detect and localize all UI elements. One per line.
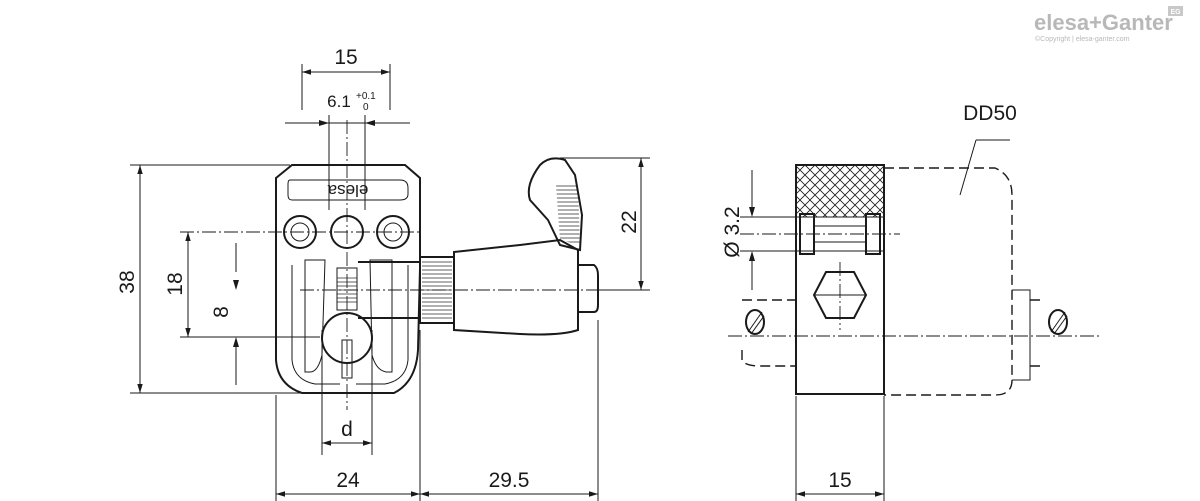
plunger-pin xyxy=(578,264,599,313)
shaft-ref-leader xyxy=(959,139,977,196)
pull-lever xyxy=(527,157,584,252)
front-view: elesa xyxy=(180,120,612,410)
shaft-reference: DD50 xyxy=(963,102,1017,125)
lever-grip-texture xyxy=(556,185,580,245)
dim-slot-tol-lower: 0 xyxy=(363,102,369,113)
dim-lever-height: 22 xyxy=(618,210,641,233)
knurl-texture xyxy=(422,259,452,321)
dim-height-lower: 8 xyxy=(210,306,233,318)
hole-left xyxy=(283,215,317,249)
dim-height-overall: 38 xyxy=(116,270,139,293)
dim-bore: d xyxy=(341,418,353,441)
dim-side-width: 15 xyxy=(828,469,851,492)
hole-center xyxy=(330,215,364,249)
dim-slot-width: 6.1 xyxy=(327,92,351,111)
brand-badge: EG xyxy=(1170,9,1181,16)
dim-height-axis: 18 xyxy=(164,272,187,295)
brand-logo-text: elesa+Ganter xyxy=(1034,10,1173,35)
shaft-section-right xyxy=(1048,309,1068,335)
clamp-slot-left xyxy=(291,265,340,385)
body-label-band xyxy=(287,179,409,201)
knurled-top xyxy=(796,165,884,217)
slit xyxy=(341,339,353,379)
screw-thread xyxy=(337,275,357,305)
mounting-holes xyxy=(283,215,410,249)
body-marking: elesa xyxy=(327,181,368,200)
cross-pin xyxy=(813,225,867,243)
side-pin-stub xyxy=(1012,289,1031,381)
brand-logo: elesa+Ganter EG ©Copyright | elesa-gante… xyxy=(1034,6,1183,43)
side-view xyxy=(728,164,1100,396)
plunger-body xyxy=(453,238,579,336)
dim-plunger-reach: 29.5 xyxy=(489,469,530,492)
brand-badge-box xyxy=(1168,6,1183,16)
brand-copyright: ©Copyright | elesa-ganter.com xyxy=(1035,35,1130,43)
dim-slot-tol-upper: +0.1 xyxy=(356,91,376,102)
side-dimensions: Ø 3.2 15 DD50 xyxy=(721,102,1017,501)
dim-pin-diameter: Ø 3.2 xyxy=(721,206,744,257)
side-body-outline xyxy=(795,164,885,395)
shaft-phantom xyxy=(884,167,1013,396)
dim-width-top: 15 xyxy=(334,46,357,69)
hole-right xyxy=(376,215,410,249)
shaft-section-left xyxy=(745,309,765,335)
front-dimensions: 15 6.1 +0.1 0 38 18 8 d xyxy=(116,46,650,501)
clamp-slot-right xyxy=(356,265,409,385)
right-web xyxy=(369,259,393,373)
dim-width-body: 24 xyxy=(336,469,360,492)
shaft-phantom-left xyxy=(741,350,796,367)
